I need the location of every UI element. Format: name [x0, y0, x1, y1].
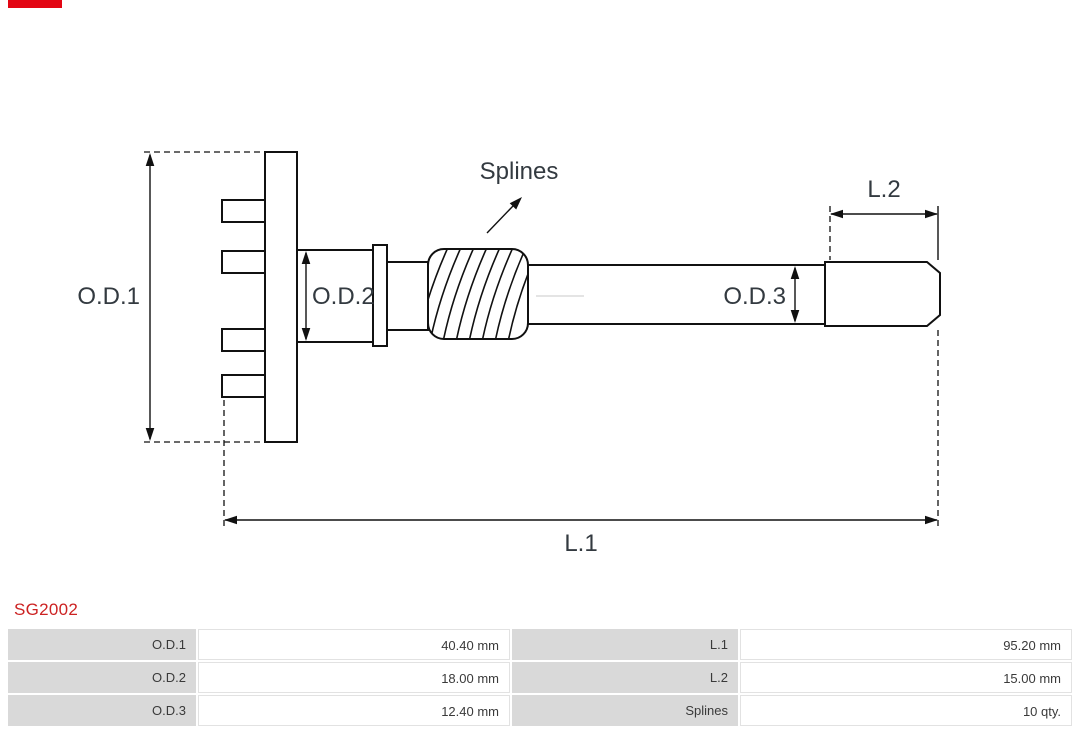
od2-label: O.D.2: [312, 283, 375, 310]
od3-dimension: O.D.3: [723, 266, 800, 323]
spec-label: L.1: [512, 629, 738, 660]
od3-label: O.D.3: [723, 283, 786, 310]
technical-drawing: O.D.1 O.D.2 Splines O.D.3 L.2: [77, 151, 941, 557]
spec-value: 10 qty.: [740, 695, 1072, 726]
gear-flange: [221, 151, 298, 443]
shaft-collar-ring: [372, 244, 388, 347]
flange-tooth: [221, 328, 267, 352]
spec-label: L.2: [512, 662, 738, 693]
splines-leader-arrow: [509, 197, 522, 210]
spec-value: 15.00 mm: [740, 662, 1072, 693]
shaft-end-chamfered: [824, 261, 941, 327]
shaft-section-od2: [296, 249, 374, 343]
l2-dimension: L.2: [829, 176, 939, 260]
flange-tooth: [221, 250, 267, 274]
spec-value: 12.40 mm: [198, 695, 510, 726]
shaft-body: [296, 244, 941, 347]
shaft-section-od3: [527, 264, 826, 325]
spec-label: O.D.2: [8, 662, 196, 693]
part-number: SG2002: [14, 600, 79, 619]
spec-value: 40.40 mm: [198, 629, 510, 660]
l2-label: L.2: [867, 176, 900, 203]
spec-value: 18.00 mm: [198, 662, 510, 693]
shaft-neck: [386, 261, 429, 331]
spec-value: 95.20 mm: [740, 629, 1072, 660]
splines-callout: Splines: [480, 158, 559, 234]
flange-plate: [264, 151, 298, 443]
od2-dimension: O.D.2: [301, 251, 375, 341]
spec-label: O.D.3: [8, 695, 196, 726]
od1-label: O.D.1: [77, 283, 140, 310]
l1-label: L.1: [564, 530, 597, 557]
spline-hatching: [428, 249, 528, 339]
l1-dimension: L.1: [223, 330, 939, 557]
spec-label: Splines: [512, 695, 738, 726]
od1-dimension: O.D.1: [77, 151, 264, 443]
specs-table: O.D.1 40.40 mm L.1 95.20 mm O.D.2 18.00 …: [8, 629, 1072, 726]
brand-logo-bar: [8, 0, 62, 8]
splines-label: Splines: [480, 158, 559, 185]
spec-label: O.D.1: [8, 629, 196, 660]
flange-tooth: [221, 199, 267, 223]
flange-tooth: [221, 374, 267, 398]
